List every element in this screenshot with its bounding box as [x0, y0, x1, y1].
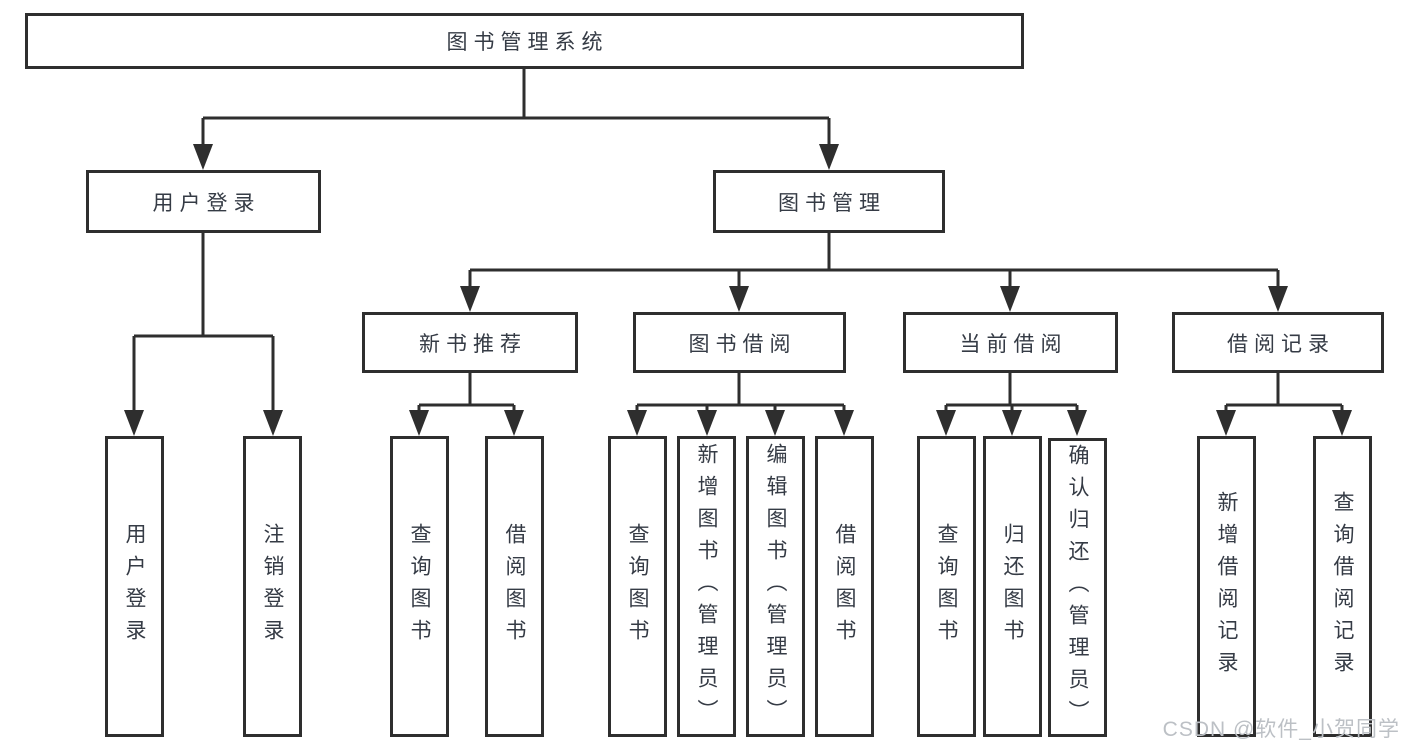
leaf-user-login: 用户登录 [105, 436, 164, 737]
leaf-cb-confirm-return: 确认归还（管理员） [1048, 438, 1107, 737]
leaf-bb-add-book: 新增图书（管理员） [677, 436, 736, 737]
edge-current-borrow-children [936, 373, 1087, 436]
node-user-login: 用户登录 [86, 170, 321, 233]
leaf-bb-borrow-book-label: 借阅图书 [833, 522, 856, 651]
leaf-bb-add-book-label: 新增图书（管理员） [695, 442, 718, 731]
node-root: 图书管理系统 [25, 13, 1024, 69]
node-current-borrow-label: 当前借阅 [959, 332, 1068, 356]
node-new-book-recommend-label: 新书推荐 [419, 332, 527, 356]
leaf-logout: 注销登录 [243, 436, 302, 737]
leaf-nb-borrow-book: 借阅图书 [485, 436, 544, 737]
node-user-login-label: 用户登录 [152, 191, 261, 215]
leaf-br-add-record: 新增借阅记录 [1197, 436, 1256, 737]
leaf-cb-confirm-return-label: 确认归还（管理员） [1066, 443, 1089, 732]
edge-root-to-level2 [193, 69, 839, 170]
csdn-watermark: CSDN @软件_小贺同学 [1162, 718, 1400, 741]
leaf-user-login-label: 用户登录 [123, 522, 146, 651]
leaf-br-query-record-label: 查询借阅记录 [1331, 490, 1354, 683]
node-borrow-record-label: 借阅记录 [1227, 332, 1335, 356]
edge-book-management-children [460, 233, 1288, 312]
edge-user-login-children [124, 233, 283, 436]
node-book-management-label: 图书管理 [778, 191, 886, 215]
leaf-cb-query-book-label: 查询图书 [935, 522, 958, 651]
edge-borrow-record-children [1216, 373, 1352, 436]
leaf-bb-query-book: 查询图书 [608, 436, 667, 737]
leaf-bb-edit-book: 编辑图书（管理员） [746, 436, 805, 737]
node-root-label: 图书管理系统 [446, 31, 609, 54]
leaf-nb-borrow-book-label: 借阅图书 [503, 522, 526, 651]
node-new-book-recommend: 新书推荐 [362, 312, 578, 373]
leaf-nb-query-book-label: 查询图书 [408, 522, 431, 651]
leaf-logout-label: 注销登录 [261, 522, 284, 651]
leaf-bb-borrow-book: 借阅图书 [815, 436, 874, 737]
node-current-borrow: 当前借阅 [903, 312, 1118, 373]
edge-new-book-recommend-children [409, 373, 524, 436]
leaf-cb-return-book-label: 归还图书 [1001, 522, 1024, 651]
node-book-management: 图书管理 [713, 170, 945, 233]
leaf-bb-query-book-label: 查询图书 [626, 522, 649, 651]
leaf-nb-query-book: 查询图书 [390, 436, 449, 737]
node-book-borrow: 图书借阅 [633, 312, 846, 373]
leaf-cb-return-book: 归还图书 [983, 436, 1042, 737]
node-book-borrow-label: 图书借阅 [688, 332, 797, 356]
edge-book-borrow-children [627, 373, 854, 436]
node-borrow-record: 借阅记录 [1172, 312, 1384, 373]
leaf-bb-edit-book-label: 编辑图书（管理员） [764, 442, 787, 731]
leaf-br-add-record-label: 新增借阅记录 [1215, 490, 1238, 683]
leaf-br-query-record: 查询借阅记录 [1313, 436, 1372, 737]
leaf-cb-query-book: 查询图书 [917, 436, 976, 737]
